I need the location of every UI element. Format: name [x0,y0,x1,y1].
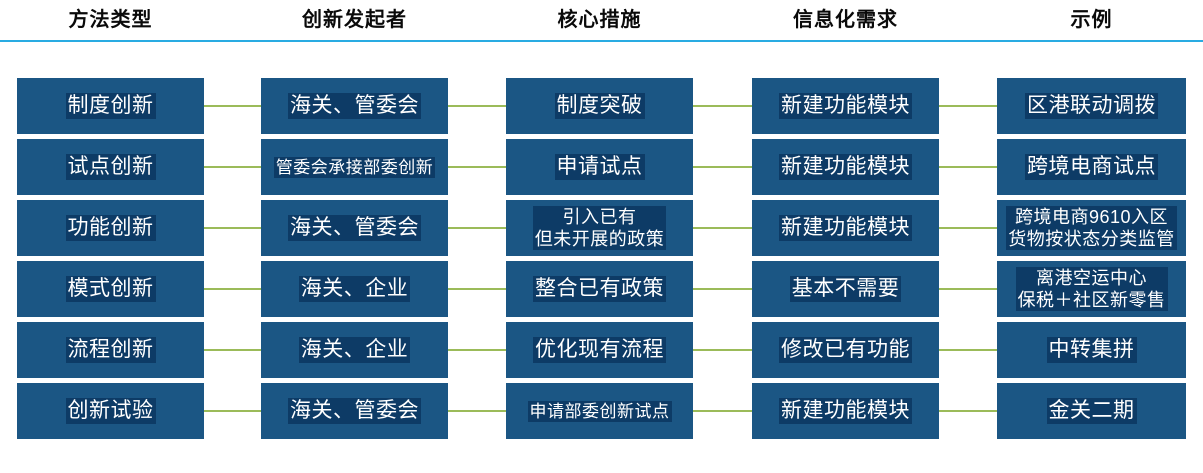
flow-box-method-type-row-6[interactable]: 创新试验 [17,383,204,439]
flow-box-label: 海关、管委会 [288,398,421,424]
flow-box-it-demand-row-4[interactable]: 基本不需要 [752,261,939,317]
flow-box-it-demand-row-6[interactable]: 新建功能模块 [752,383,939,439]
flow-box-label: 制度创新 [65,93,156,119]
flow-box-it-demand-row-2[interactable]: 新建功能模块 [752,139,939,195]
connector-line-row-5-col-4 [939,349,997,351]
flow-box-label: 优化现有流程 [533,337,666,363]
flow-box-core-measure-row-5[interactable]: 优化现有流程 [506,322,693,378]
flow-box-example-row-5[interactable]: 中转集拼 [997,322,1186,378]
flow-box-label: 申请部委创新试点 [527,400,672,422]
flow-box-label: 试点创新 [65,154,156,180]
flow-box-core-measure-row-1[interactable]: 制度突破 [506,78,693,134]
flow-box-it-demand-row-3[interactable]: 新建功能模块 [752,200,939,256]
connector-line-row-1-col-4 [939,105,997,107]
connector-line-row-5-col-1 [204,349,261,351]
flow-box-it-demand-row-5[interactable]: 修改已有功能 [752,322,939,378]
flow-box-label: 流程创新 [65,337,156,363]
column-header-method-type: 方法类型 [68,9,153,31]
connector-line-row-3-col-3 [693,227,752,229]
flow-box-initiator-row-2[interactable]: 管委会承接部委创新 [261,139,448,195]
flow-box-example-row-2[interactable]: 跨境电商试点 [997,139,1186,195]
flow-box-label: 海关、企业 [298,337,411,363]
flow-box-label: 新建功能模块 [779,93,912,119]
flow-box-label: 海关、管委会 [288,215,421,241]
flow-box-label: 修改已有功能 [779,337,912,363]
flow-box-method-type-row-5[interactable]: 流程创新 [17,322,204,378]
flow-box-label: 区港联动调拨 [1025,93,1158,119]
column-header-core-measure: 核心措施 [557,9,642,31]
connector-line-row-4-col-4 [939,288,997,290]
connector-line-row-2-col-2 [448,166,506,168]
flow-box-core-measure-row-2[interactable]: 申请试点 [506,139,693,195]
connector-line-row-6-col-1 [204,410,261,412]
connector-line-row-3-col-4 [939,227,997,229]
flow-box-label: 新建功能模块 [779,154,912,180]
connector-line-row-6-col-3 [693,410,752,412]
flow-grid: 制度创新海关、管委会制度突破新建功能模块区港联动调拨试点创新管委会承接部委创新申… [0,44,1203,473]
flow-box-label: 创新试验 [65,398,156,424]
flow-box-label: 基本不需要 [789,276,902,302]
connector-line-row-4-col-1 [204,288,261,290]
flow-box-label: 管委会承接部委创新 [273,156,436,178]
flow-box-core-measure-row-3[interactable]: 引入已有 但未开展的政策 [506,200,693,256]
flow-box-label: 中转集拼 [1046,337,1137,363]
flow-box-initiator-row-6[interactable]: 海关、管委会 [261,383,448,439]
connector-line-row-2-col-3 [693,166,752,168]
flow-box-label: 金关二期 [1046,398,1137,424]
flow-box-label: 跨境电商试点 [1025,154,1158,180]
flow-box-core-measure-row-6[interactable]: 申请部委创新试点 [506,383,693,439]
column-header-band: 方法类型 创新发起者 核心措施 信息化需求 示例 [0,0,1203,44]
flow-box-example-row-4[interactable]: 离港空运中心 保税＋社区新零售 [997,261,1186,317]
connector-line-row-5-col-3 [693,349,752,351]
flow-box-initiator-row-1[interactable]: 海关、管委会 [261,78,448,134]
flow-box-label: 新建功能模块 [779,398,912,424]
connector-line-row-4-col-2 [448,288,506,290]
connector-line-row-2-col-4 [939,166,997,168]
flow-box-core-measure-row-4[interactable]: 整合已有政策 [506,261,693,317]
flow-box-initiator-row-3[interactable]: 海关、管委会 [261,200,448,256]
connector-line-row-5-col-2 [448,349,506,351]
flow-box-method-type-row-3[interactable]: 功能创新 [17,200,204,256]
flow-box-label: 海关、管委会 [288,93,421,119]
flow-box-method-type-row-2[interactable]: 试点创新 [17,139,204,195]
connector-line-row-3-col-2 [448,227,506,229]
flow-box-example-row-3[interactable]: 跨境电商9610入区 货物按状态分类监管 [997,200,1186,256]
flow-box-label: 制度突破 [554,93,645,119]
flow-box-example-row-1[interactable]: 区港联动调拨 [997,78,1186,134]
connector-line-row-2-col-1 [204,166,261,168]
flow-box-label: 引入已有 但未开展的政策 [532,206,667,250]
flow-box-label: 新建功能模块 [779,215,912,241]
column-header-example: 示例 [1070,9,1113,31]
flow-box-label: 整合已有政策 [533,276,666,302]
flow-box-method-type-row-1[interactable]: 制度创新 [17,78,204,134]
flow-box-initiator-row-5[interactable]: 海关、企业 [261,322,448,378]
flow-box-initiator-row-4[interactable]: 海关、企业 [261,261,448,317]
flow-box-method-type-row-4[interactable]: 模式创新 [17,261,204,317]
connector-line-row-3-col-1 [204,227,261,229]
connector-line-row-1-col-2 [448,105,506,107]
flow-box-it-demand-row-1[interactable]: 新建功能模块 [752,78,939,134]
column-header-it-demand: 信息化需求 [793,9,898,31]
flow-box-label: 功能创新 [65,215,156,241]
flow-box-label: 申请试点 [554,154,645,180]
flow-box-label: 海关、企业 [298,276,411,302]
connector-line-row-4-col-3 [693,288,752,290]
flow-box-label: 离港空运中心 保税＋社区新零售 [1015,267,1168,311]
flow-box-example-row-6[interactable]: 金关二期 [997,383,1186,439]
column-header-initiator: 创新发起者 [302,9,407,31]
connector-line-row-6-col-2 [448,410,506,412]
header-divider-line [0,40,1203,42]
flow-box-label: 跨境电商9610入区 货物按状态分类监管 [1006,206,1177,250]
connector-line-row-1-col-1 [204,105,261,107]
connector-line-row-1-col-3 [693,105,752,107]
flow-box-label: 模式创新 [65,276,156,302]
connector-line-row-6-col-4 [939,410,997,412]
